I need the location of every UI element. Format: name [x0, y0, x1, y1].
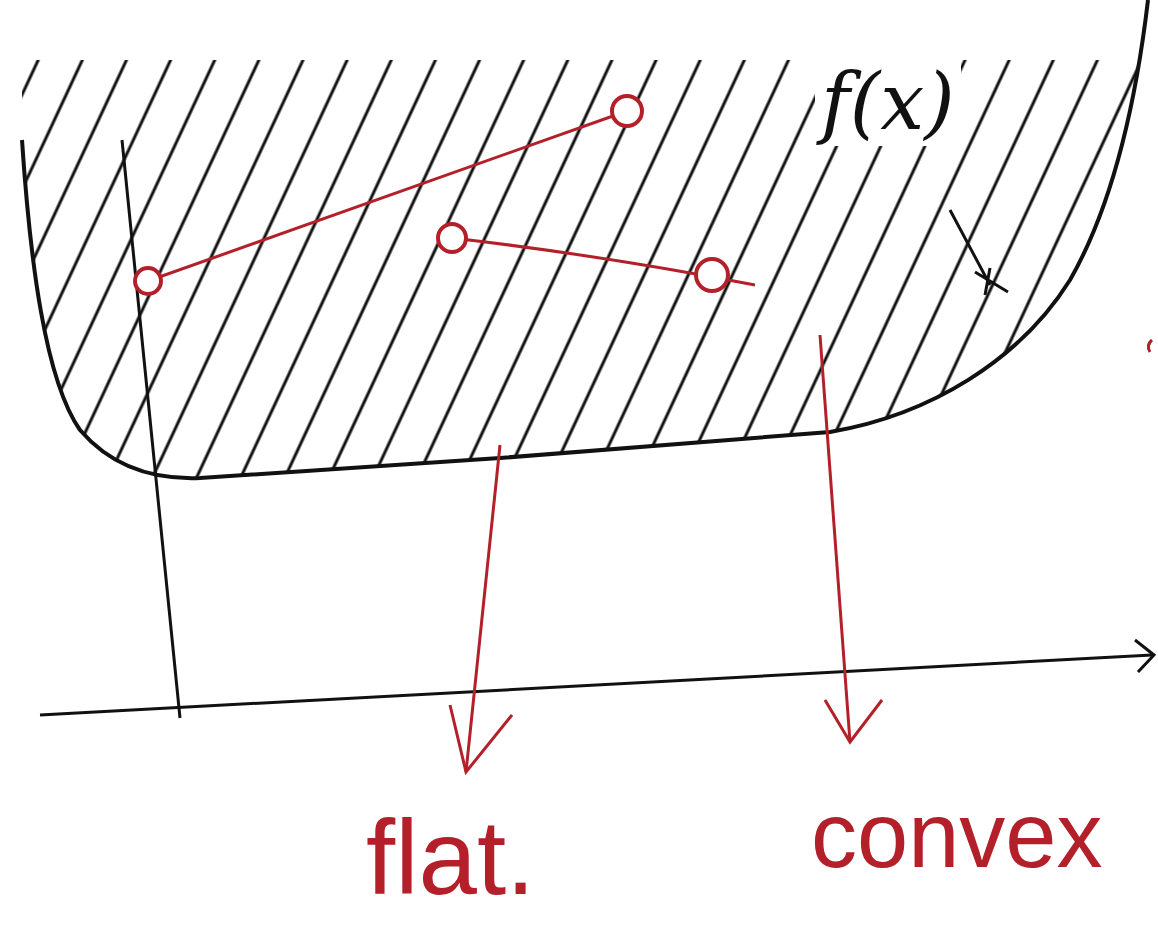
x-axis	[40, 655, 1152, 715]
chord	[148, 111, 627, 281]
arrowhead	[825, 700, 882, 742]
arrowhead	[450, 705, 512, 772]
leader-arrow	[820, 335, 850, 742]
point-mark	[950, 210, 1008, 295]
sample-point	[438, 224, 466, 252]
region-label: convex	[805, 785, 1109, 886]
sample-point	[612, 96, 642, 126]
sample-point	[135, 268, 161, 294]
epigraph-hatching	[0, 60, 1158, 500]
y-axis	[122, 140, 180, 718]
stray-mark	[1148, 340, 1152, 352]
sample-point	[696, 259, 728, 291]
function-curve	[22, 0, 1148, 478]
function-label: f(x)	[815, 60, 961, 146]
region-label: flat.	[360, 800, 541, 916]
leader-arrow	[466, 445, 500, 772]
axis-arrowhead	[1135, 640, 1154, 672]
